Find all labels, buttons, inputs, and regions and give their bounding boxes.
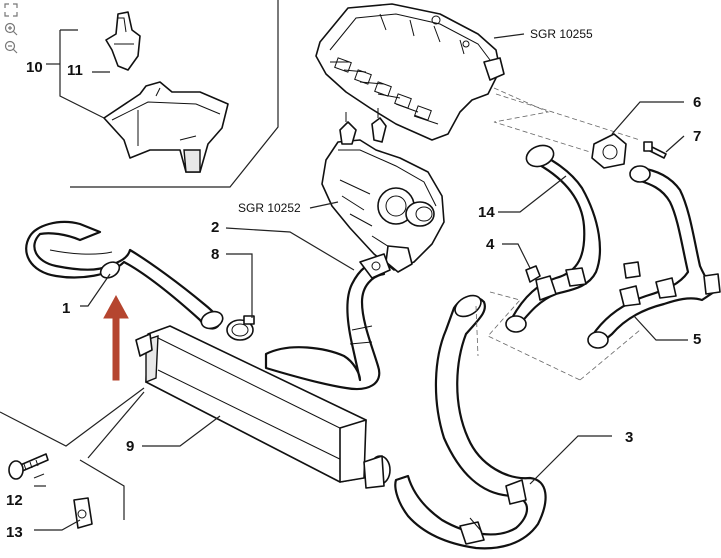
zoom-out-icon[interactable] <box>4 40 18 54</box>
callout-2: 2 <box>211 219 219 236</box>
pipe-part-14 <box>505 144 602 333</box>
fitting-part-6 <box>591 133 627 169</box>
callout-13: 13 <box>6 524 23 541</box>
callout-4: 4 <box>486 236 495 253</box>
engine-turbo-assembly: SGR 10252 <box>238 108 445 273</box>
highlight-arrow <box>103 294 129 381</box>
hose-part-2 <box>264 253 391 391</box>
intake-manifold: SGR 10255 <box>315 3 593 141</box>
callout-3: 3 <box>625 429 633 446</box>
callout-10: 10 <box>26 59 43 76</box>
callout-14: 14 <box>478 204 495 221</box>
hose-part-3 <box>394 294 547 550</box>
callout-5: 5 <box>693 331 701 348</box>
clip-part-4 <box>525 265 541 283</box>
zoom-in-icon[interactable] <box>4 22 18 36</box>
callout-7: 7 <box>693 128 701 145</box>
clip-part-13 <box>73 497 93 529</box>
callout-6: 6 <box>693 94 701 111</box>
callout-8: 8 <box>211 246 219 263</box>
callout-9: 9 <box>126 438 134 455</box>
pipe-part-5 <box>587 165 721 349</box>
callout-11: 11 <box>67 62 83 79</box>
hose-part-1 <box>25 220 224 330</box>
ref-manifold-label: SGR 10255 <box>530 27 593 41</box>
callout-12: 12 <box>6 492 23 509</box>
callout-1: 1 <box>62 300 70 317</box>
bolt-part-12 <box>8 453 49 480</box>
intercooler-part-9 <box>135 325 391 489</box>
inset-bracket-box <box>59 0 279 188</box>
fit-icon[interactable] <box>4 3 18 17</box>
bolt-part-7 <box>643 141 667 159</box>
ref-engine-label: SGR 10252 <box>238 201 301 215</box>
clamp-part-8 <box>226 315 255 341</box>
